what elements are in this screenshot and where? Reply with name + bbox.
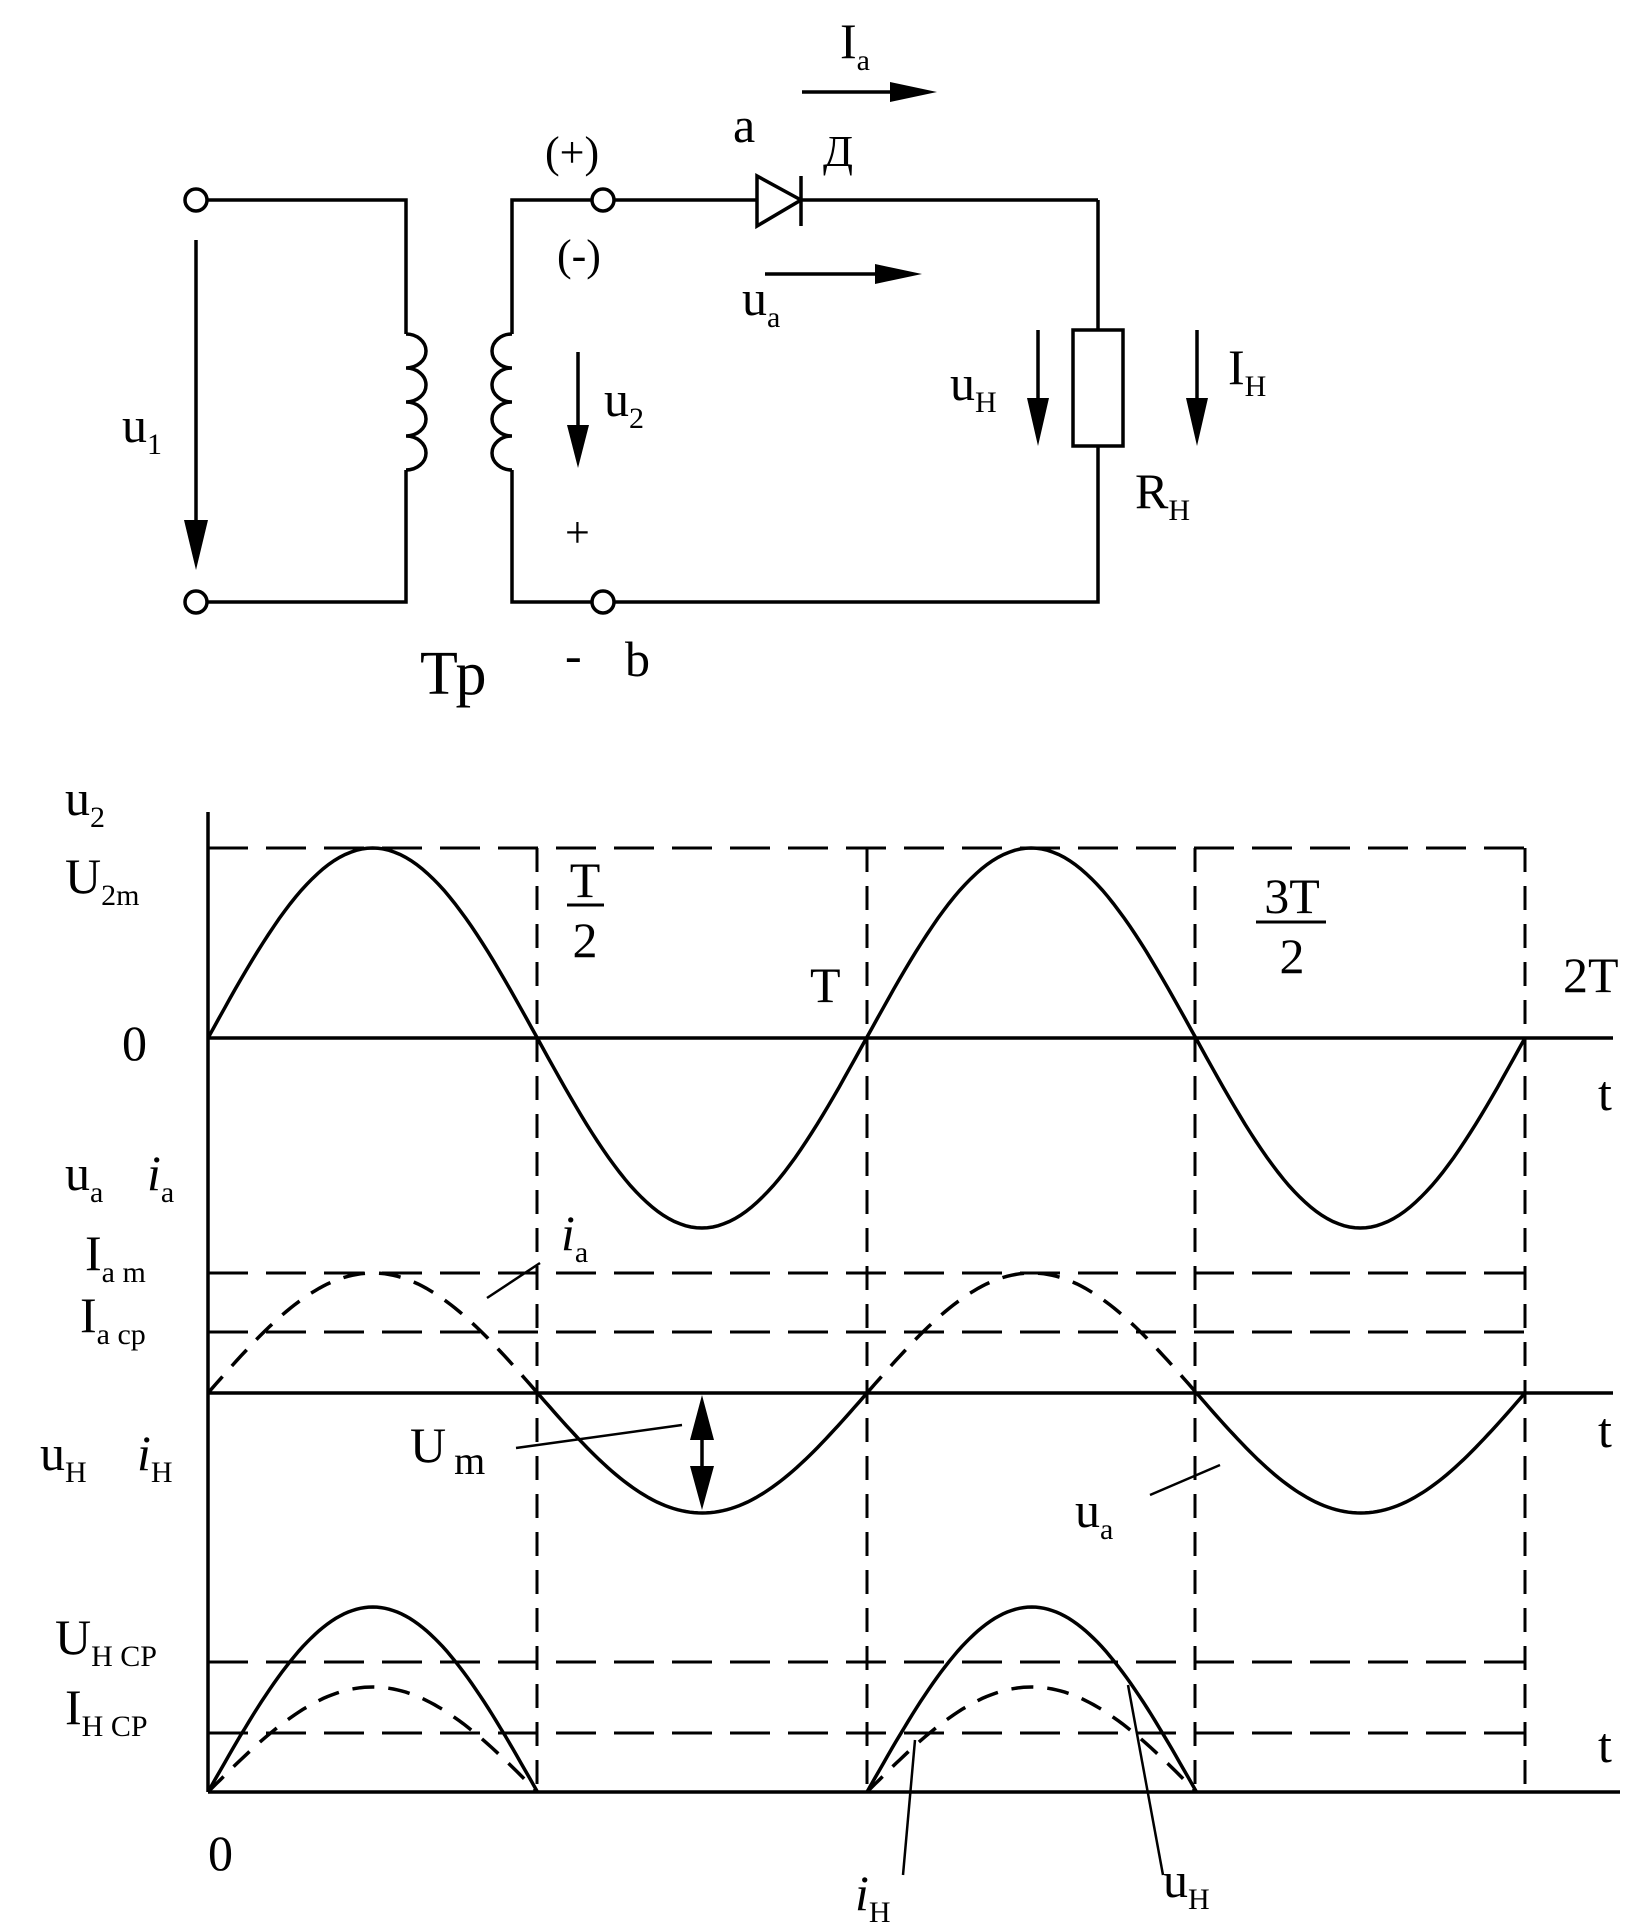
Um-arrow-head-bottom	[690, 1466, 714, 1510]
Ia-arrow-head	[890, 82, 937, 102]
transformer-label: Тр	[420, 640, 487, 708]
svg-text:2: 2	[1280, 928, 1305, 984]
t-label-3: t	[1598, 1717, 1612, 1773]
2T-label: 2T	[1563, 947, 1619, 1003]
U2m-label: U2m	[65, 848, 139, 912]
diode-label: Д	[823, 127, 853, 176]
plus-label: +	[565, 508, 590, 557]
primary-terminal-top	[183, 187, 209, 213]
uH-axis-label: uН	[40, 1425, 87, 1489]
secondary-wire	[510, 198, 1100, 604]
Ia-label: Ia	[840, 13, 870, 77]
circuit: u1 u2 Ia a Д (+) (-) ua uН IН RН + - b Т…	[122, 13, 1266, 708]
t-label-1: t	[1598, 1065, 1612, 1121]
uH-curve	[206, 1605, 1199, 1793]
Um-arrow-head-top	[690, 1395, 714, 1440]
UHcp-label: UН СР	[55, 1609, 157, 1673]
RH-label: RН	[1135, 463, 1190, 527]
IHcp-label: IН СР	[65, 1679, 148, 1743]
ia-curve-label: ia	[561, 1205, 588, 1269]
waveform-graphs: u2 U2m 0 t t t T 2 T 3T 2 2T ua ia Ia m …	[40, 770, 1620, 1929]
b-label: b	[625, 631, 650, 687]
anode-label: a	[733, 97, 755, 153]
uH-arrow-head	[1027, 398, 1049, 446]
ia-axis-label: ia	[147, 1145, 174, 1209]
secondary-coil	[490, 332, 513, 472]
Um-leader	[515, 1423, 683, 1450]
ua-axis-label: ua	[65, 1145, 103, 1209]
diode-icon	[755, 173, 805, 230]
uH-curve-label: uН	[1163, 1852, 1210, 1916]
IH-arrow-head	[1186, 398, 1208, 446]
zero-bottom-label: 0	[208, 1825, 233, 1881]
resistor-icon	[1071, 328, 1125, 448]
secondary-terminal-top	[590, 187, 616, 213]
uH-label: uН	[950, 355, 997, 419]
minus-label: -	[565, 627, 582, 683]
Iacp-label: Ia ср	[80, 1287, 146, 1351]
T-label: T	[810, 957, 841, 1013]
u1-arrow-head	[184, 520, 208, 570]
svg-text:T: T	[570, 852, 601, 908]
primary-terminal-bottom	[183, 589, 209, 615]
Iam-label: Ia m	[85, 1225, 146, 1289]
ua-curve-label: ua	[1075, 1482, 1113, 1546]
u1-label: u1	[122, 397, 162, 461]
u2-arrow-head	[567, 425, 589, 468]
u2-label: u2	[604, 371, 644, 435]
minus-paren-label: (-)	[557, 231, 601, 280]
zero-label: 0	[122, 1015, 147, 1071]
IH-label: IН	[1228, 339, 1266, 403]
t-label-2: t	[1598, 1402, 1612, 1458]
ia-dashed-curve	[206, 1271, 1198, 1395]
ia-leader	[486, 1261, 541, 1300]
u2-axis-label: u2	[65, 770, 105, 834]
ua-leader	[1149, 1463, 1221, 1497]
iH-dashed-curve	[206, 1685, 1198, 1794]
ua-arrow-head	[875, 264, 922, 284]
plus-paren-label: (+)	[545, 128, 599, 177]
uH-leader	[1126, 1684, 1165, 1876]
secondary-terminal-bottom	[590, 589, 616, 615]
primary-wire	[205, 198, 408, 604]
T-half-label: T 2	[567, 852, 604, 968]
T3-half-label: 3T 2	[1256, 868, 1326, 984]
ua-label: ua	[742, 270, 780, 334]
svg-text:2: 2	[573, 912, 598, 968]
primary-coil	[405, 332, 428, 472]
iH-axis-label: iН	[137, 1425, 173, 1489]
svg-text:3T: 3T	[1264, 868, 1320, 924]
iH-curve-label: iН	[855, 1865, 891, 1929]
iH-leader	[901, 1739, 917, 1876]
u2-sine-curve	[206, 846, 1527, 1230]
ua-curve	[536, 1391, 1527, 1515]
